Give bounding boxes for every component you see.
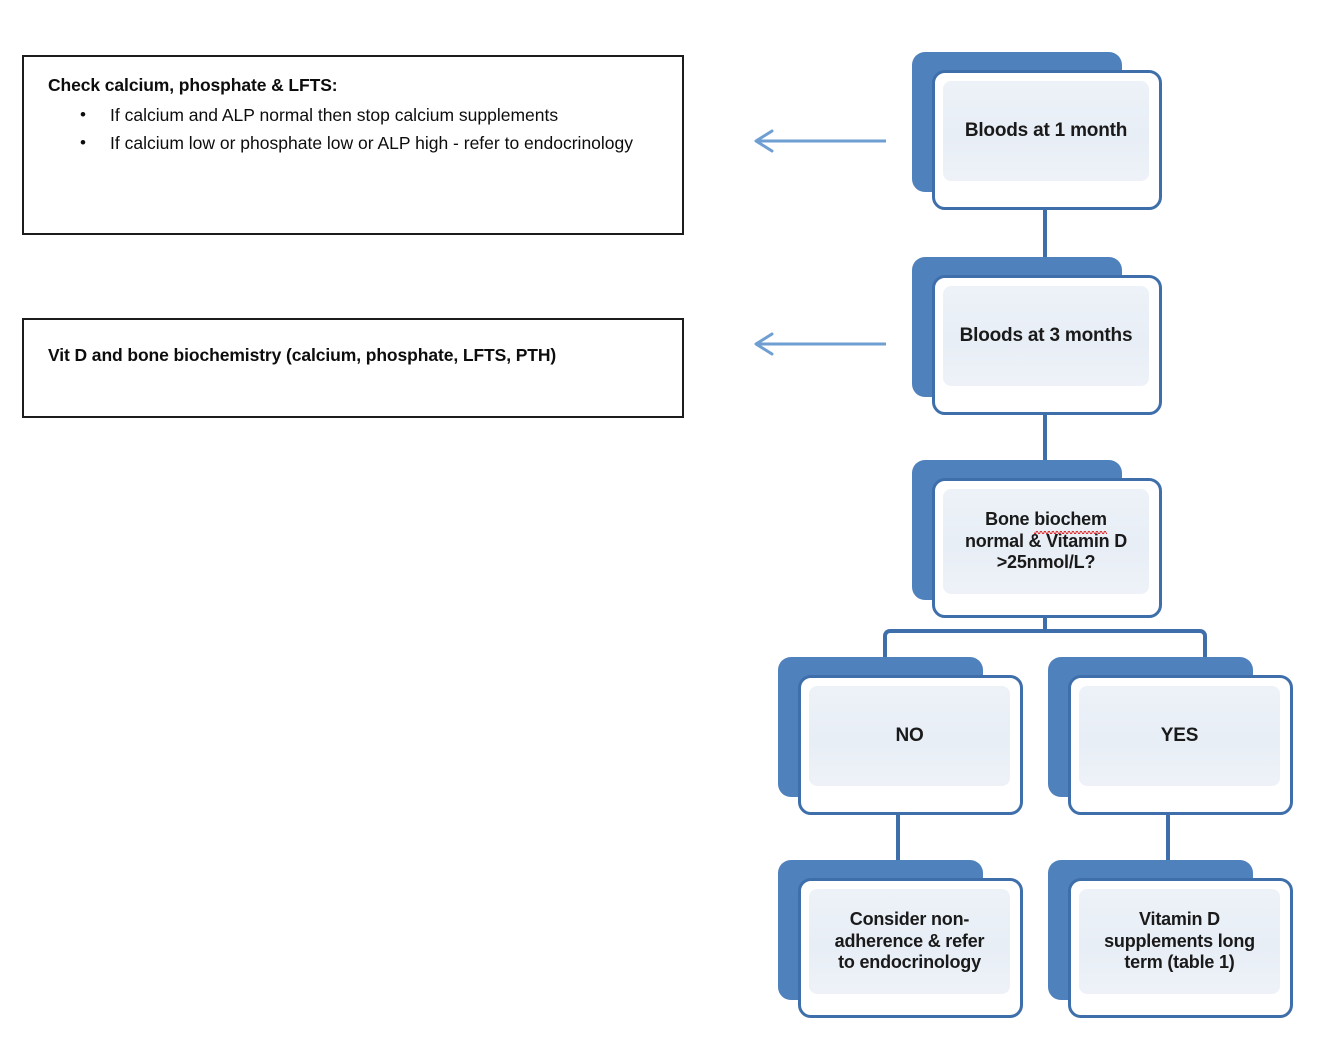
note-title-check-bloods: Check calcium, phosphate & LFTS: bbox=[48, 75, 338, 95]
note-bullet-item: • If calcium and ALP normal then stop ca… bbox=[48, 102, 664, 129]
connector-bloods3-to-decision bbox=[1043, 408, 1047, 480]
node-label: Bloods at 3 months bbox=[959, 325, 1133, 347]
node-inner-fill: NO bbox=[809, 686, 1010, 786]
arrow-to-check-bloods-note bbox=[748, 124, 888, 158]
node-inner-fill: YES bbox=[1079, 686, 1280, 786]
bullet-glyph-icon: • bbox=[80, 132, 86, 152]
decision-line-2: normal & Vitamin D bbox=[964, 530, 1128, 551]
note-bullet-text: If calcium low or phosphate low or ALP h… bbox=[110, 132, 634, 153]
node-label: YES bbox=[1160, 725, 1199, 747]
outcome-yes-line-1: Vitamin D bbox=[1139, 908, 1220, 929]
node-branch-no[interactable]: NO bbox=[778, 657, 1023, 815]
note-box-check-bloods: Check calcium, phosphate & LFTS: • If ca… bbox=[22, 55, 684, 235]
connector-decision-stem bbox=[1043, 611, 1047, 633]
node-inner-fill: Bloods at 1 month bbox=[943, 81, 1149, 181]
node-face: Bloods at 1 month bbox=[932, 70, 1162, 210]
decision-line-3: >25nmol/L? bbox=[996, 552, 1096, 573]
node-bloods-at-1-month[interactable]: Bloods at 1 month bbox=[912, 52, 1162, 210]
note-text-vitd-biochem: Vit D and bone biochemistry (calcium, ph… bbox=[48, 345, 557, 365]
arrow-left-icon bbox=[754, 332, 886, 356]
node-label: Bloods at 1 month bbox=[964, 120, 1128, 142]
node-face: NO bbox=[798, 675, 1023, 815]
bullet-glyph-icon: • bbox=[80, 105, 86, 125]
note-bullet-list: • If calcium and ALP normal then stop ca… bbox=[48, 102, 664, 156]
decision-misspelled-word: biochem bbox=[1034, 508, 1107, 534]
node-branch-yes[interactable]: YES bbox=[1048, 657, 1293, 815]
outcome-yes-line-2: supplements long bbox=[1104, 930, 1255, 951]
node-inner-fill: Bloods at 3 months bbox=[943, 286, 1149, 386]
outcome-no-line-1: Consider non- bbox=[849, 908, 970, 929]
outcome-no-line-2: adherence & refer bbox=[834, 930, 985, 951]
connector-no-to-outcome bbox=[896, 810, 900, 882]
outcome-yes-line-3: term (table 1) bbox=[1124, 952, 1235, 973]
connector-bloods1-to-bloods3 bbox=[1043, 205, 1047, 277]
outcome-no-line-3: to endocrinology bbox=[838, 952, 981, 973]
decision-line-1: Bone bbox=[985, 508, 1035, 529]
node-bloods-at-3-months[interactable]: Bloods at 3 months bbox=[912, 257, 1162, 415]
note-box-vitd-biochem: Vit D and bone biochemistry (calcium, ph… bbox=[22, 318, 684, 418]
connector-split-right-corner bbox=[1043, 629, 1207, 655]
node-face: Bloods at 3 months bbox=[932, 275, 1162, 415]
node-label: NO bbox=[895, 725, 924, 747]
node-face: YES bbox=[1068, 675, 1293, 815]
connector-yes-to-outcome bbox=[1166, 810, 1170, 882]
note-bullet-text: If calcium and ALP normal then stop calc… bbox=[110, 105, 559, 126]
arrow-left-icon bbox=[754, 129, 886, 153]
connector-split-left-corner bbox=[883, 629, 1047, 655]
note-bullet-item: • If calcium low or phosphate low or ALP… bbox=[48, 130, 664, 157]
arrow-to-vitd-biochem-note bbox=[748, 327, 888, 361]
